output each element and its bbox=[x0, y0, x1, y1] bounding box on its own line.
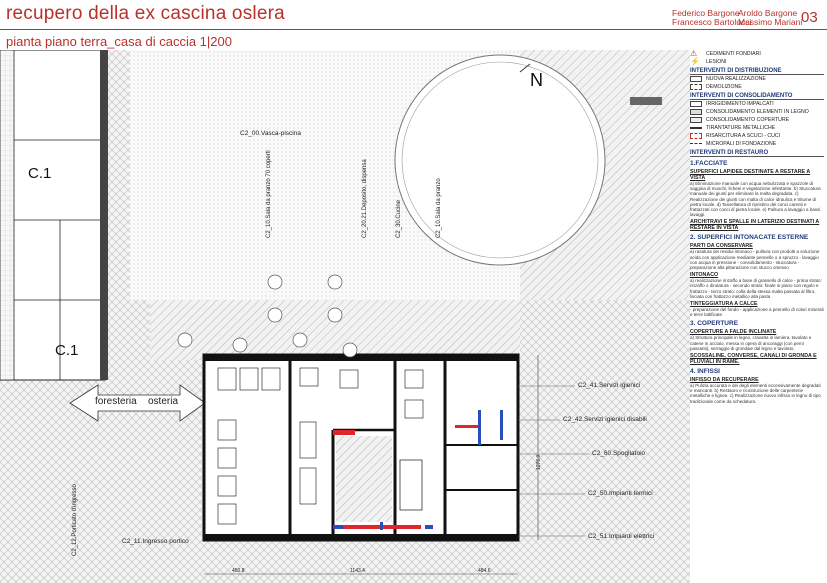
dim-height: 1276.0 bbox=[536, 454, 542, 470]
label-sala-pranzo-70: C2_10.Sala da pranzo 70 coperti bbox=[266, 150, 272, 238]
legend-micropali: MICROPALI DI FONDAZIONE bbox=[690, 140, 824, 148]
authors-col2: Aroldo Bargone Massimo Mariani bbox=[738, 9, 802, 27]
legend-demolizione: DEMOLIZIONE bbox=[690, 83, 824, 91]
infissi-sub: INFISSO DA RECUPERARE bbox=[690, 377, 759, 384]
cedimenti-icon: ⚠ bbox=[690, 49, 698, 58]
authors-col1: Federico Bargone Francesco Bartolucci bbox=[672, 9, 751, 27]
label-impianti-termici: C2_50.Impianti termici bbox=[588, 490, 653, 497]
c1-east-wall bbox=[100, 50, 108, 380]
facciate-sub: SUPERFICI LAPIDEE DESTINATE A RESTARE A … bbox=[690, 169, 811, 181]
legno-swatch bbox=[690, 109, 702, 115]
author-1: Federico Bargone bbox=[672, 8, 740, 18]
intonacate-text: a) rasatura dei residui intonaco - pulit… bbox=[690, 249, 820, 271]
building-c1 bbox=[0, 50, 106, 381]
floor-plan bbox=[0, 50, 690, 583]
label-vasca: C2_00.Vasca-piscina bbox=[240, 130, 301, 137]
dining-tables bbox=[217, 367, 424, 525]
boundary-block bbox=[630, 97, 662, 105]
label-spogliatoio: C2_60.Spogliatoio bbox=[592, 450, 646, 457]
dim-2: 1143.4 bbox=[350, 568, 365, 574]
legend-consol-legno: CONSOLIDAMENTO ELEMENTI IN LEGNO bbox=[690, 108, 824, 116]
section-coperture: 3. COPERTURE bbox=[690, 320, 739, 328]
label-servizi-igienici: C2_41.Servizi igienici bbox=[578, 382, 641, 389]
label-servizi-disabili: C2_42.Servizi igienici disabili bbox=[563, 416, 647, 423]
legend-restauro-title: INTERVENTI DI RESTAURO bbox=[690, 150, 824, 157]
title-rule bbox=[0, 29, 827, 30]
label-ingresso-portico: C2_11.Ingresso portico bbox=[122, 538, 189, 545]
dim-3: 484.6 bbox=[478, 568, 491, 574]
legend-tiranti: TIRANTATURE METALLICHE bbox=[690, 124, 824, 132]
section-facciate: 1.FACCIATE bbox=[690, 160, 728, 167]
section-infissi: 4. INFISSI bbox=[690, 368, 720, 376]
author-4: Massimo Mariani bbox=[738, 17, 803, 27]
page-title: recupero della ex cascina oslera bbox=[6, 3, 285, 24]
lesioni-icon: ⚡ bbox=[690, 57, 700, 66]
legend-risarcitura: RISARCITURA A SCUCI - CUCI bbox=[690, 132, 824, 140]
label-c1-bottom: C.1 bbox=[55, 342, 79, 359]
legend-nuova: NUOVA REALIZZAZIONE bbox=[690, 75, 824, 83]
infissi-text: a) Pulizia accurata e dei degli elementi… bbox=[690, 383, 821, 404]
outdoor-tables bbox=[177, 274, 358, 358]
coperture-text: a) Struttura principale in legno, cravat… bbox=[690, 335, 812, 351]
legend-consol-coperture: CONSOLIDAMENTO COPERTURE bbox=[690, 116, 824, 124]
facciate-text: a) Eliminazione manuale con acqua nebuli… bbox=[690, 181, 821, 218]
author-3: Aroldo Bargone bbox=[738, 8, 798, 18]
dim-1: 450.8 bbox=[232, 568, 245, 574]
legend-distribuzione-title: INTERVENTI DI DISTRIBUZIONE bbox=[690, 68, 824, 75]
north-arrow-icon bbox=[519, 63, 531, 73]
risarcitura-swatch bbox=[690, 133, 702, 139]
label-porticato: C2_12.Porticato d'ingresso bbox=[72, 484, 78, 556]
legend-consolidamento-title: INTERVENTI DI CONSOLIDAMENTO bbox=[690, 93, 824, 100]
irrigidimento-swatch bbox=[690, 101, 702, 107]
page-subtitle: pianta piano terra_casa di caccia 1|200 bbox=[6, 34, 232, 49]
label-impianti-elettrici: C2_51.Impianti elettrici bbox=[588, 533, 655, 540]
label-c1-top: C.1 bbox=[28, 165, 52, 182]
facciate-sub2: ARCHITRAVI E SPALLE IN LATERIZIO DESTINA… bbox=[690, 219, 820, 232]
intonaco-sub: INTONACO bbox=[690, 272, 719, 279]
tiranti-swatch bbox=[690, 127, 702, 129]
intonaco-text: a) realizzazione rinzaffo a base di gras… bbox=[690, 278, 822, 299]
demolition-wall-blue bbox=[333, 525, 343, 529]
tinteggiatura-sub: TINTEGGIATURA A CALCE bbox=[690, 301, 758, 308]
coperture-swatch bbox=[690, 117, 702, 123]
c1-wall bbox=[0, 50, 15, 381]
label-sala-pranzo: C2_10.Sala da pranzo bbox=[436, 178, 442, 238]
label-cucine: C2_30.Cucine bbox=[396, 199, 402, 238]
legend-panel: ⚠CEDIMENTI FONDIARI ⚡LESIONI INTERVENTI … bbox=[690, 50, 824, 404]
page-number: 03 bbox=[801, 9, 818, 26]
legend-cedimenti: ⚠CEDIMENTI FONDIARI bbox=[690, 49, 761, 58]
section-intonacate: 2. SUPERFICI INTONACATE ESTERNE bbox=[690, 234, 809, 242]
kitchen-floor bbox=[336, 436, 392, 522]
pool-circle bbox=[394, 54, 606, 266]
intonacate-sub: PARTI DA CONSERVARE bbox=[690, 243, 753, 250]
label-deposito: C2_20.21.Deposito, dispensa bbox=[362, 159, 368, 238]
pool-inner-ring bbox=[401, 61, 599, 259]
label-foresteria: foresteria bbox=[95, 396, 137, 407]
legend-irrigidimento: IRRIGIDIMENTO IMPALCATI bbox=[690, 100, 824, 108]
author-2: Francesco Bartolucci bbox=[672, 17, 752, 27]
label-osteria: osteria bbox=[148, 396, 179, 407]
coperture-sub: COPERTURE A FALDE INCLINATE bbox=[690, 329, 777, 336]
micropali-swatch bbox=[690, 143, 702, 145]
nuova-swatch bbox=[690, 76, 702, 82]
demolizione-swatch bbox=[690, 84, 702, 90]
new-wall-red bbox=[333, 430, 355, 435]
scossaline-sub: SCOSSALINE, CONVERSE, CANALI DI GRONDA E… bbox=[690, 353, 817, 366]
north-label: N bbox=[530, 70, 543, 90]
legend-lesioni: ⚡LESIONI bbox=[690, 57, 727, 66]
tinteggiatura-text: - preparazione del fondo - applicazione … bbox=[690, 307, 824, 318]
kitchen-island bbox=[399, 459, 423, 511]
